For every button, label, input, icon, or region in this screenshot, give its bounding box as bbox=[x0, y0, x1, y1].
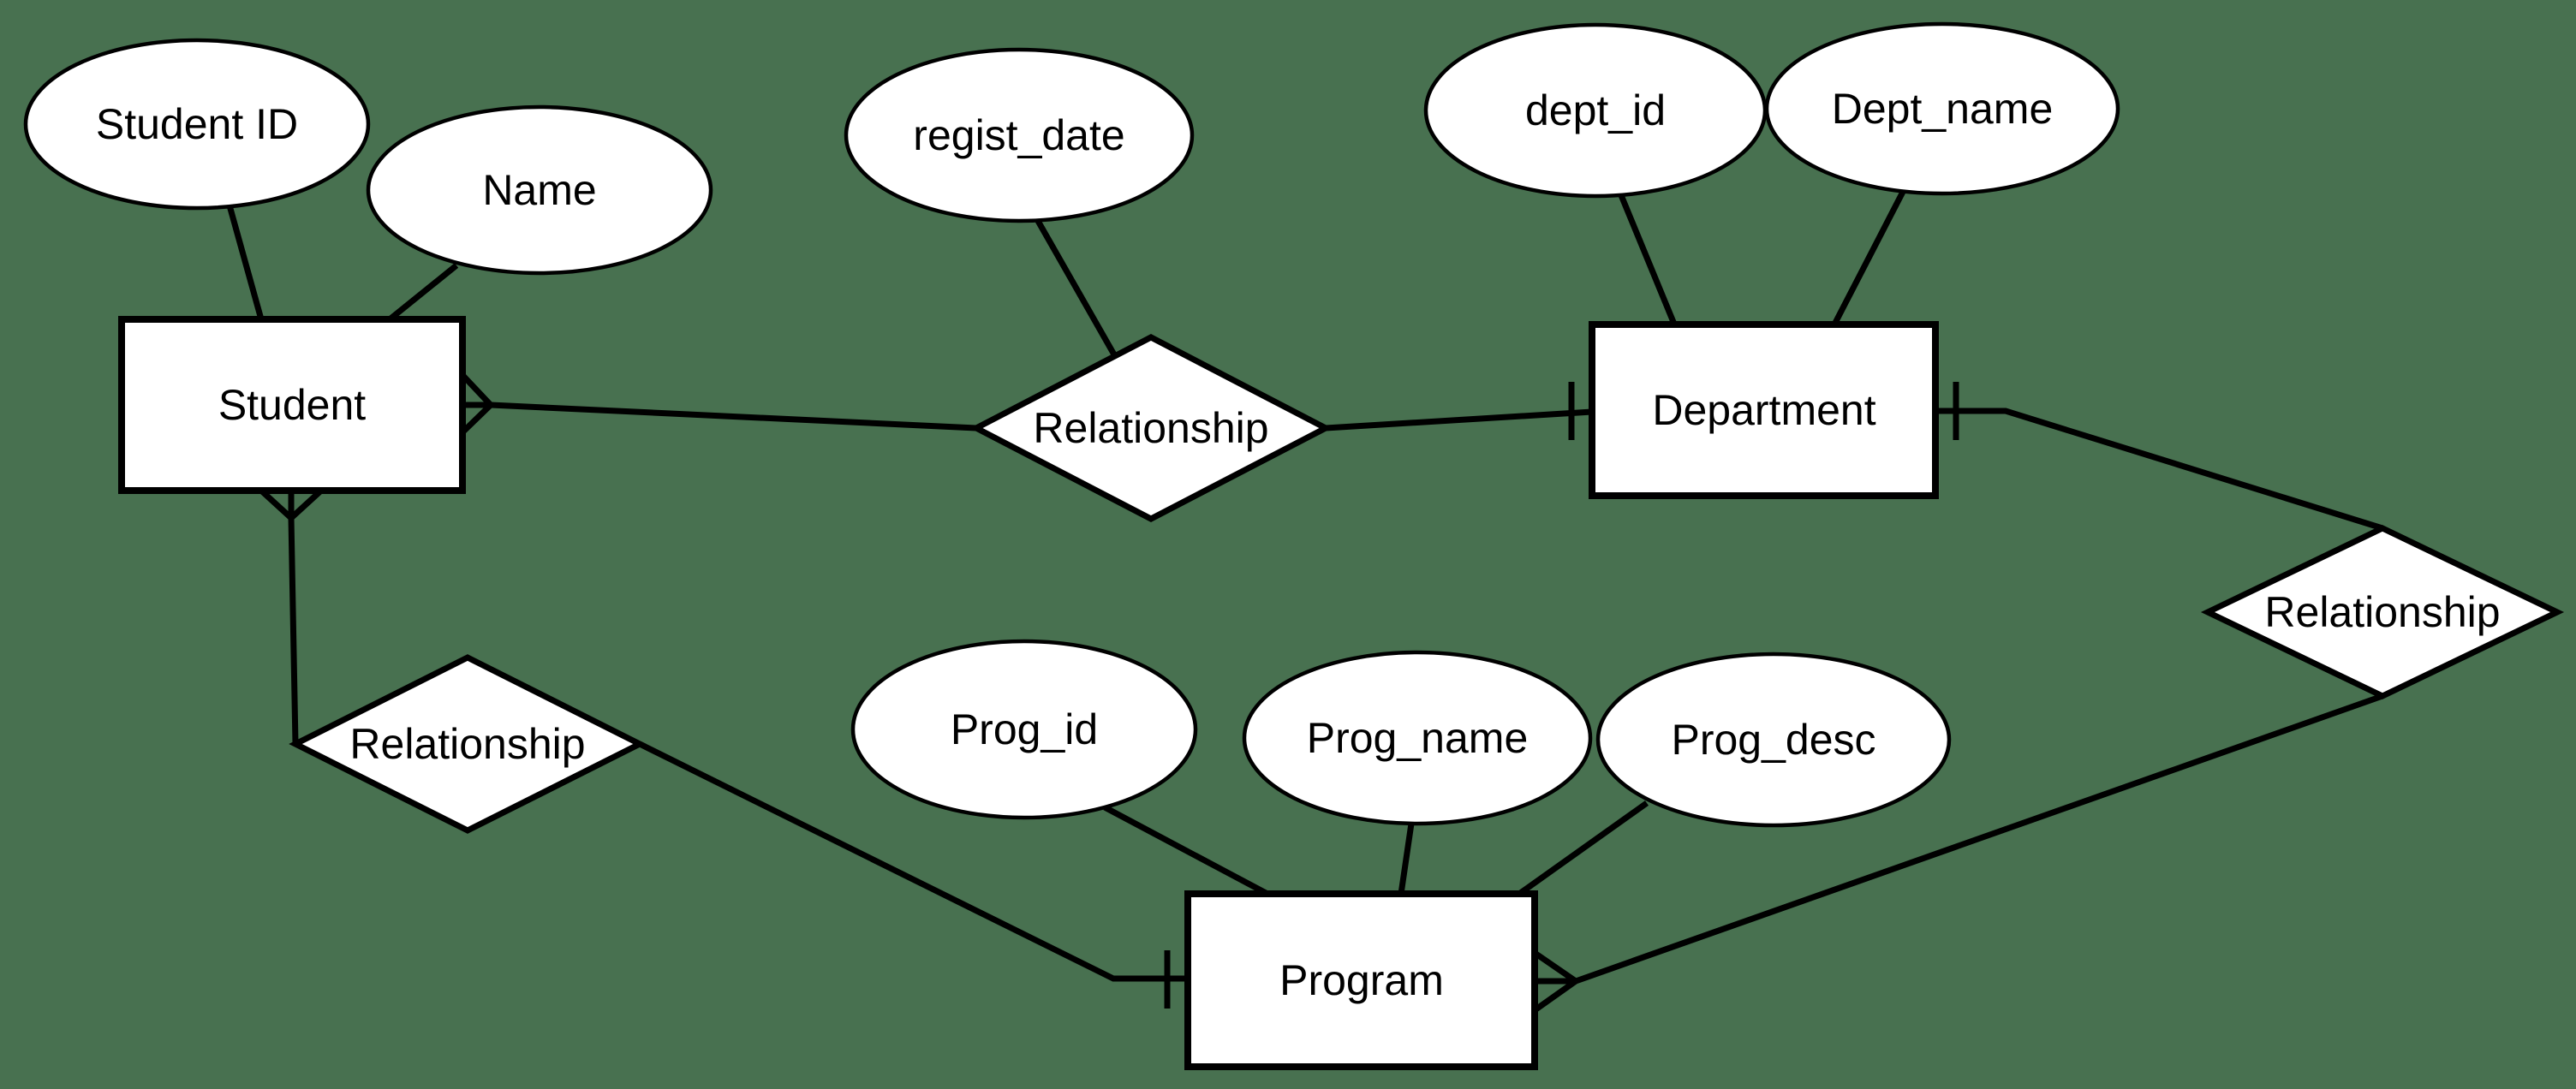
attribute-prog-id-label: Prog_id bbox=[951, 705, 1098, 753]
connector-name-to-student bbox=[387, 263, 459, 322]
connector-department-to-relationship-right bbox=[1935, 408, 2384, 532]
relationship-bl-label: Relationship bbox=[349, 720, 585, 768]
crow-foot-many-marker-program-right bbox=[1532, 950, 1578, 1013]
attribute-regist-date-label: regist_date bbox=[913, 111, 1124, 159]
attribute-name-ellipse bbox=[366, 104, 713, 276]
connector-prog-name-to-program bbox=[1398, 823, 1415, 895]
entity-student-label: Student bbox=[218, 381, 366, 429]
entity-department-label: Department bbox=[1652, 386, 1875, 434]
entity-program-box bbox=[1184, 890, 1538, 1070]
attribute-student-id-label: Student ID bbox=[96, 100, 298, 148]
attribute-name-label: Name bbox=[482, 166, 596, 214]
connector-student-to-relationship-mid bbox=[490, 402, 977, 431]
relationship-mid-diamond bbox=[969, 334, 1333, 522]
entity-program-label: Program bbox=[1279, 956, 1444, 1004]
attribute-prog-name-label: Prog_name bbox=[1307, 714, 1529, 762]
relationship-right-diamond bbox=[2200, 525, 2565, 699]
attribute-dept-name-label: Dept_name bbox=[1832, 85, 2054, 133]
connector-student-to-relationship-bl bbox=[288, 517, 299, 745]
connector-relationship-bl-to-program bbox=[638, 741, 1188, 982]
connector-regist-date-to-relationship bbox=[1035, 219, 1118, 358]
connector-relationship-right-to-program bbox=[1574, 693, 2384, 985]
relationship-right-label: Relationship bbox=[2264, 588, 2500, 636]
connector-dept-name-to-department bbox=[1830, 190, 1906, 328]
relationship-bl-diamond bbox=[289, 654, 647, 834]
attribute-dept-name-ellipse bbox=[1764, 21, 2120, 196]
entity-department-box bbox=[1589, 321, 1939, 499]
attribute-student-id-ellipse bbox=[23, 38, 371, 211]
attribute-prog-id-ellipse bbox=[850, 639, 1198, 820]
relationship-mid-label: Relationship bbox=[1033, 404, 1268, 452]
connector-relationship-mid-to-department bbox=[1325, 408, 1593, 431]
connector-dept-id-to-department bbox=[1618, 193, 1679, 328]
attribute-prog-desc-ellipse bbox=[1595, 652, 1952, 828]
attribute-regist-date-ellipse bbox=[844, 47, 1195, 223]
crow-foot-many-marker-student-bottom bbox=[259, 488, 324, 521]
crow-foot-many-marker-student-right bbox=[460, 372, 493, 435]
attribute-prog-name-ellipse bbox=[1242, 650, 1593, 826]
connector-student-id-to-student bbox=[226, 205, 265, 320]
attribute-dept-id-label: dept_id bbox=[1525, 86, 1666, 134]
connector-prog-id-to-program bbox=[1103, 804, 1269, 897]
attribute-prog-desc-label: Prog_desc bbox=[1671, 716, 1875, 764]
connector-prog-desc-to-program bbox=[1517, 800, 1649, 896]
